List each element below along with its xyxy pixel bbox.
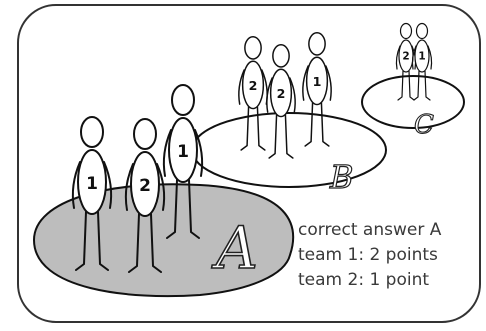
player-figure: 1	[411, 22, 433, 101]
player-team-number: 2	[249, 78, 258, 93]
player-head	[399, 22, 413, 40]
player-team-number: 2	[402, 51, 409, 63]
player-head	[415, 22, 429, 40]
player-body	[269, 68, 293, 118]
player-head	[244, 36, 262, 60]
player-team-number: 1	[177, 142, 189, 162]
player-team-number: 2	[139, 176, 151, 196]
player-body	[168, 117, 198, 183]
area-letter-b: B	[329, 158, 354, 196]
player-figure: 2	[124, 118, 166, 273]
correct-answer-line: correct answer A	[298, 220, 442, 240]
player-team-number: 1	[418, 51, 425, 63]
player-head	[272, 44, 290, 68]
player-figure: 2	[266, 44, 296, 159]
player-head	[80, 116, 104, 148]
player-body	[241, 60, 265, 110]
player-body	[414, 39, 430, 73]
result-text: correct answer A team 1: 2 points team 2…	[298, 218, 441, 293]
platform-b	[191, 112, 387, 188]
player-head	[308, 32, 326, 56]
player-team-number: 1	[86, 174, 98, 194]
player-figure: 1	[302, 32, 332, 147]
player-figure: 1	[71, 116, 113, 271]
player-figure: 2	[238, 36, 268, 151]
team1-score-line: team 1: 2 points	[298, 245, 438, 265]
team2-score-line: team 2: 1 point	[298, 270, 430, 290]
player-body	[305, 56, 329, 106]
player-team-number: 2	[277, 86, 286, 101]
player-head	[171, 84, 195, 116]
player-head	[133, 118, 157, 150]
player-body	[130, 151, 160, 217]
player-figure: 2	[395, 22, 417, 101]
player-team-number: 1	[313, 74, 322, 89]
area-letter-c: C	[414, 110, 434, 140]
player-figure: 1	[162, 84, 204, 239]
player-body	[77, 149, 107, 215]
platform-c	[361, 75, 465, 129]
area-letter-a: A	[211, 214, 258, 282]
